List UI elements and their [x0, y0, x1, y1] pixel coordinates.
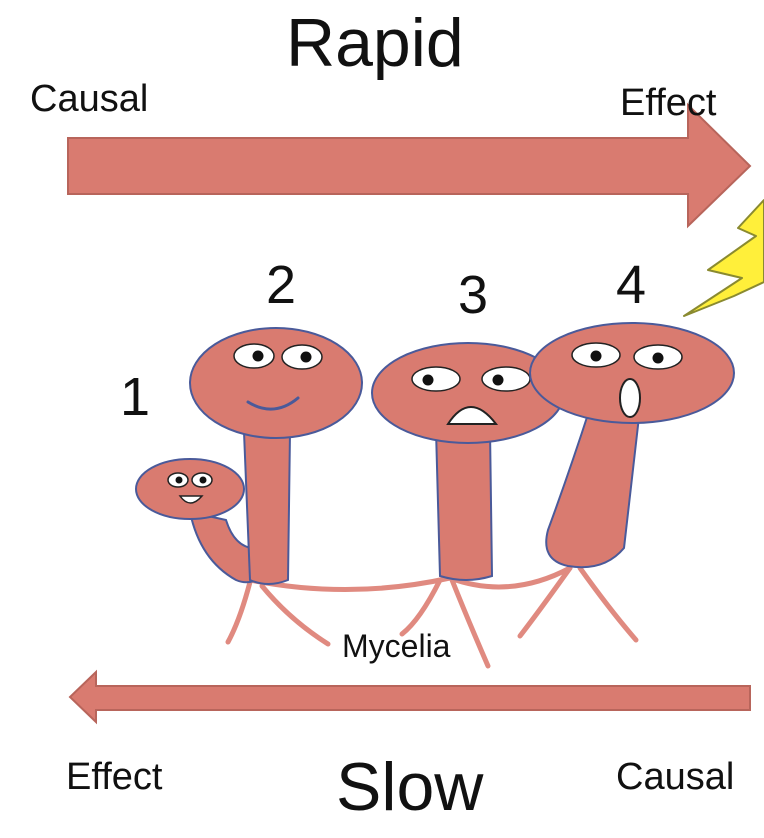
mushroom-3-face	[411, 366, 531, 425]
slow-causal-label: Causal	[616, 756, 735, 798]
mushroom-1	[135, 458, 263, 584]
rapid-arrow	[67, 102, 752, 229]
mushroom-4-face	[571, 342, 683, 418]
mushroom-4	[529, 322, 735, 569]
slow-effect-label: Effect	[66, 756, 163, 798]
mushroom-2-number: 2	[266, 255, 297, 315]
slow-title: Slow	[336, 749, 484, 825]
mycelia-label: Mycelia	[342, 628, 451, 664]
mushroom-3	[371, 342, 565, 581]
mushroom-3-number: 3	[458, 265, 489, 325]
mushroom-4-number: 4	[616, 255, 647, 315]
rapid-effect-label: Effect	[620, 82, 717, 124]
mycelia-network	[225, 565, 639, 669]
mushroom-1-face	[167, 472, 213, 504]
lightning-bolt-icon	[683, 199, 764, 317]
mushroom-2	[189, 327, 363, 585]
slow-arrow	[68, 669, 751, 725]
mushroom-1-number: 1	[120, 367, 151, 427]
rapid-causal-label: Causal	[30, 78, 149, 120]
rapid-title: Rapid	[286, 5, 464, 81]
mushroom-2-face	[233, 343, 323, 411]
